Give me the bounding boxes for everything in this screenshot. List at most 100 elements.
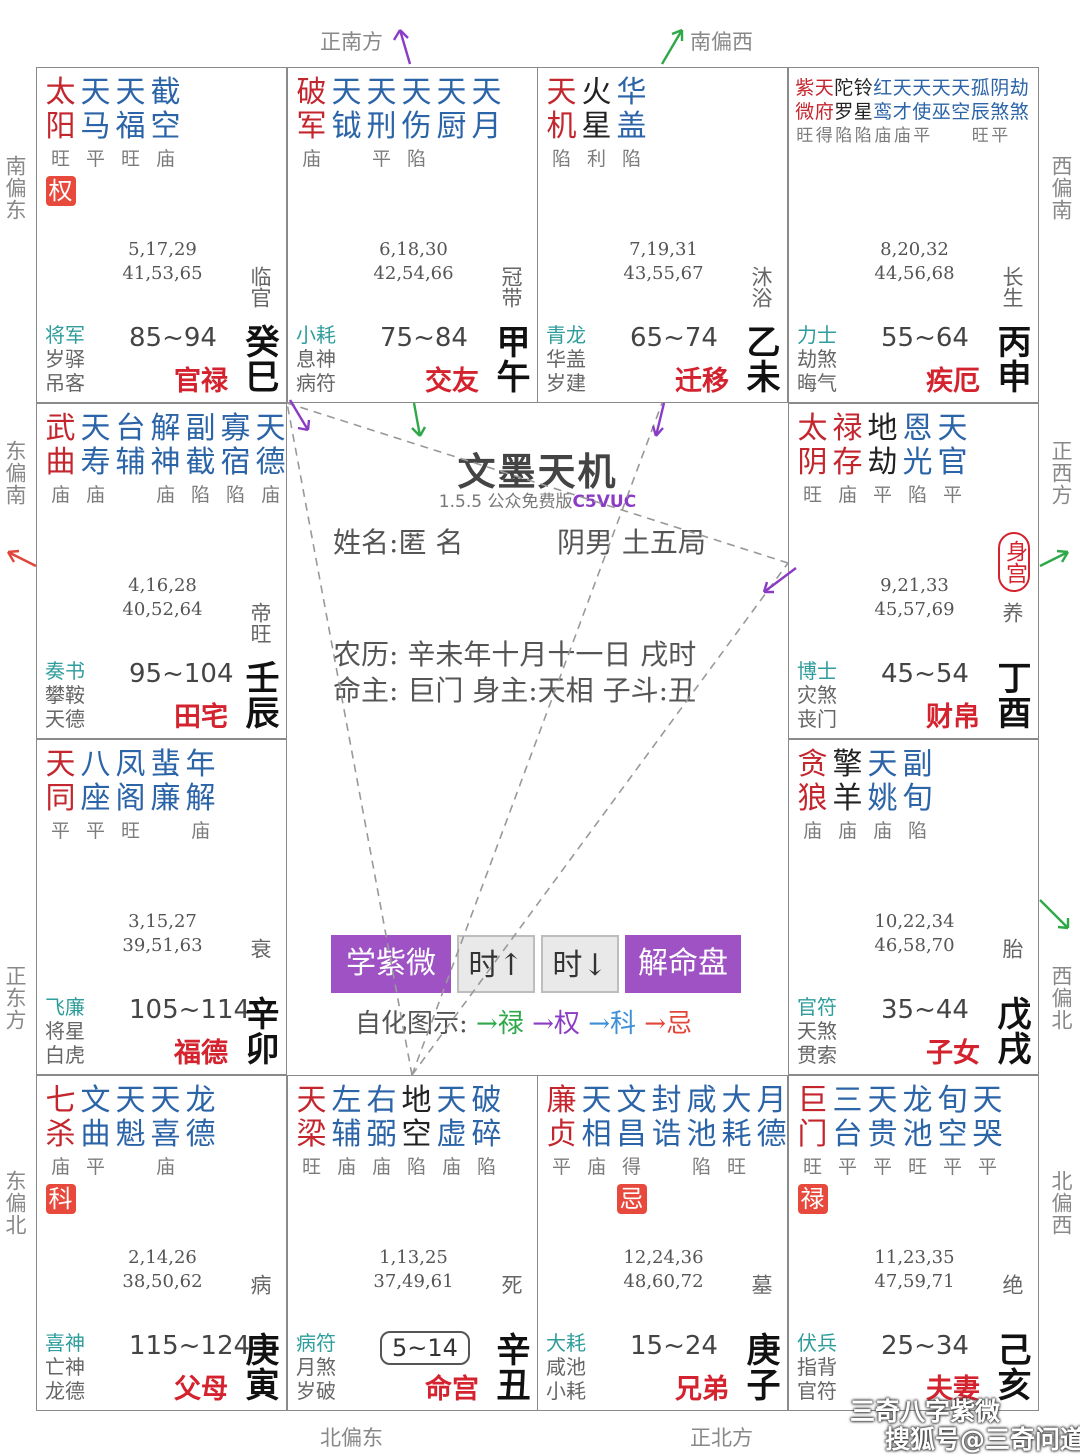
star: 华盖陷 [614, 76, 649, 172]
star-char: 蜚 [150, 747, 181, 782]
star-brightness: 庙 [260, 484, 280, 506]
star-brightness: 陷 [835, 126, 853, 146]
star: 旬空平 [935, 1084, 970, 1214]
star: 恩光陷 [900, 412, 935, 508]
star-char: 德 [255, 445, 286, 480]
ganzhi: 庚寅 [239, 1332, 279, 1402]
direction-label: 正西方 [1049, 440, 1073, 506]
sanfang-line [411, 562, 789, 1076]
minor-god: 吊客 [45, 371, 85, 395]
star: 红鸾庙 [873, 76, 893, 150]
star-char: 台 [832, 1117, 863, 1152]
interpret-chart-button[interactable]: 解命盘 [625, 935, 741, 993]
star: 天厨 [434, 76, 469, 172]
legend-arrow-icon: → [532, 1009, 554, 1039]
star: 天德庙 [253, 412, 286, 508]
star-char: 煞 [1009, 101, 1029, 123]
star-char: 龙 [902, 1083, 933, 1118]
star: 天月 [469, 76, 504, 172]
minor-gods: 力士劫煞晦气 [797, 323, 837, 395]
star-char: 神 [150, 445, 181, 480]
minor-gods: 大耗咸池小耗 [546, 1331, 586, 1403]
star-char: 副 [902, 747, 933, 782]
hour-up-button[interactable]: 时↑ [457, 935, 535, 993]
star-brightness: 得 [621, 1156, 641, 1178]
arrow-icon [392, 29, 412, 65]
star-brightness: 平 [872, 484, 892, 506]
star-char: 存 [832, 445, 863, 480]
decade-range: 5~14 [380, 1331, 470, 1365]
decade-range-ring: 5~14 [380, 1331, 470, 1365]
star-brightness: 陷 [691, 1156, 711, 1178]
hour-down-button[interactable]: 时↓ [541, 935, 619, 993]
star-brightness: 庙 [802, 820, 822, 842]
sanfang-line [286, 402, 413, 1076]
palace-name: 交友 [425, 366, 479, 397]
life-phase: 绝 [1000, 1274, 1024, 1295]
star-list: 七杀庙科文曲平天魁天喜庙龙德 [43, 1084, 218, 1214]
star-char: 火 [581, 75, 612, 110]
year-number-line: 6,18,30 [379, 239, 448, 260]
star-char: 截 [185, 445, 216, 480]
app-version: 1.5.5 公众免费版C5VUC [287, 487, 788, 512]
star: 文曲平 [78, 1084, 113, 1214]
minor-god: 岁破 [296, 1379, 336, 1403]
star-char: 破 [471, 1083, 502, 1118]
star: 天福旺 [113, 76, 148, 206]
minor-god: 晦气 [797, 371, 837, 395]
version-text: 1.5.5 公众免费版 [438, 492, 573, 512]
minor-god: 贯索 [797, 1043, 837, 1067]
star: 右弼庙 [364, 1084, 399, 1180]
palace-name: 夫妻 [926, 1374, 980, 1405]
star: 天府得 [815, 76, 835, 150]
legend-arrow-icon: → [476, 1009, 498, 1039]
direction-label: 正东方 [3, 965, 27, 1031]
star-char: 封 [651, 1083, 682, 1118]
self-transform-legend: 自化图示: →禄 →权 →科 →忌 [355, 1003, 692, 1040]
star: 寡宿陷 [218, 412, 253, 508]
star-brightness: 陷 [907, 820, 927, 842]
star-char: 左 [331, 1083, 362, 1118]
star-char: 军 [296, 109, 327, 144]
life-phase: 沐浴 [749, 266, 773, 308]
star-char: 阴 [797, 445, 828, 480]
star-char: 月 [471, 109, 502, 144]
star-brightness: 旺 [802, 1156, 822, 1178]
legend-arrow-icon: → [588, 1009, 610, 1039]
year-number-line: 38,50,62 [122, 1271, 203, 1292]
name-value: 匿 名 [398, 526, 464, 559]
minor-god: 病符 [296, 1331, 336, 1355]
star-brightness: 旺 [50, 148, 70, 170]
star: 七杀庙科 [43, 1084, 78, 1214]
star-char: 紫 [795, 77, 815, 99]
star-brightness: 庙 [190, 820, 210, 842]
star-char: 喜 [150, 1117, 181, 1152]
star: 劫煞 [1010, 76, 1030, 150]
palace-name: 迁移 [675, 366, 729, 397]
ganzhi: 辛卯 [239, 996, 279, 1066]
minor-god: 华盖 [546, 347, 586, 371]
star: 太阳旺权 [43, 76, 78, 206]
minor-god: 息神 [296, 347, 336, 371]
star-char: 解 [150, 411, 181, 446]
star-char: 空 [951, 101, 971, 123]
star-brightness: 平 [913, 126, 931, 146]
life-phase: 长生 [1000, 266, 1024, 308]
arrow-icon [1039, 549, 1070, 568]
star-brightness: 庙 [874, 126, 892, 146]
year-number-line: 12,24,36 [623, 1247, 704, 1268]
star-char: 相 [581, 1117, 612, 1152]
